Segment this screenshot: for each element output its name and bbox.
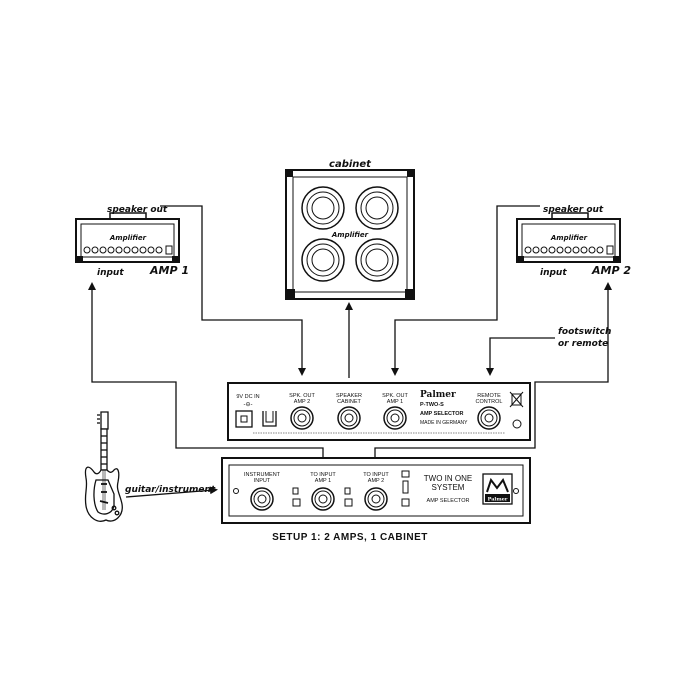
svg-text:AMP 1: AMP 1 [315,478,331,484]
led-icon [292,498,301,507]
footswitch-label-line2: or remote [558,339,608,349]
amp-2-logo: Amplifier [550,234,588,242]
product-title-line2: SYSTEM [432,483,465,492]
made-in-label: MADE IN GERMANY [420,420,468,426]
to-input-amp2-label: TO INPUT [363,472,389,478]
svg-text:AMP 2: AMP 2 [294,399,310,405]
cable-amp2-speaker-out [391,205,540,376]
dc-jack-icon [235,410,253,428]
toggle-switch-icon [402,480,409,494]
svg-text:INPUT: INPUT [254,478,271,484]
svg-text:Palmer: Palmer [488,497,508,503]
amp-selector-rear-panel: 9V DC IN -⊖- SPK. OUT AMP 2 SPEAKER CABI… [227,382,531,441]
ce-mark-icon [512,419,522,429]
instrument-input-label: INSTRUMENT [244,472,281,478]
cable-guitar [125,486,218,498]
svg-text:CABINET: CABINET [337,399,361,405]
remote-control-label: REMOTE [477,393,501,399]
speaker-cabinet-label: SPEAKER [336,393,362,399]
amp-2-head: speaker out Amplifier input AMP 2 [516,205,631,278]
svg-text:AMP 2: AMP 2 [368,478,384,484]
speaker-cabinet: cabinet Amplifier [285,159,415,300]
mode-switch-icon [401,470,410,478]
model-label: P-TWO-S [420,402,444,408]
led-icon [344,498,353,507]
cable-amp1-speaker-out [160,205,306,376]
amp-1-label: AMP 1 [149,264,189,277]
electric-guitar-icon [84,411,123,522]
type-label: AMP SELECTOR [420,411,464,417]
dc-polarity-icon: -⊖- [243,402,252,408]
cabinet-label: cabinet [329,159,372,170]
cable-clamp-icon [262,411,277,427]
dc-in-label: 9V DC IN [236,394,259,400]
guitar-label: guitar/instrument [125,485,216,495]
cabinet-logo: Amplifier [331,231,369,239]
phase-switch-icon [344,487,351,495]
product-subtitle: AMP SELECTOR [427,498,470,504]
spk-out-amp1-label: SPK. OUT [382,393,408,399]
amp-2-label: AMP 2 [591,264,631,277]
weee-bin-icon [509,391,524,408]
cable-to-amp1-input [88,282,324,465]
input-1-label: input [97,268,124,278]
setup-caption: SETUP 1: 2 AMPS, 1 CABINET [272,532,428,543]
palmer-logo-icon: Palmer [482,473,513,505]
to-input-amp1-label: TO INPUT [310,472,336,478]
speaker-out-2-label: speaker out [543,205,604,215]
input-2-label: input [540,268,567,278]
amp-1-logo: Amplifier [109,234,147,242]
led-icon [401,498,410,507]
speaker-out-1-label: speaker out [107,205,168,215]
svg-text:CONTROL: CONTROL [476,399,503,405]
amp-1-head: speaker out Amplifier input AMP 1 [75,205,189,278]
cables [88,205,612,498]
product-title-line1: TWO IN ONE [424,474,472,483]
palmer-brand: Palmer [420,390,456,400]
cable-footswitch [486,337,555,376]
amp-selector-front-panel: INSTRUMENT INPUT TO INPUT AMP 1 TO INPUT… [221,457,531,524]
svg-text:AMP 1: AMP 1 [387,399,403,405]
ground-switch-icon [292,487,299,495]
cable-to-amp2-input [374,282,612,465]
spk-out-amp2-label: SPK. OUT [289,393,315,399]
footswitch-label-line1: footswitch [558,327,611,337]
